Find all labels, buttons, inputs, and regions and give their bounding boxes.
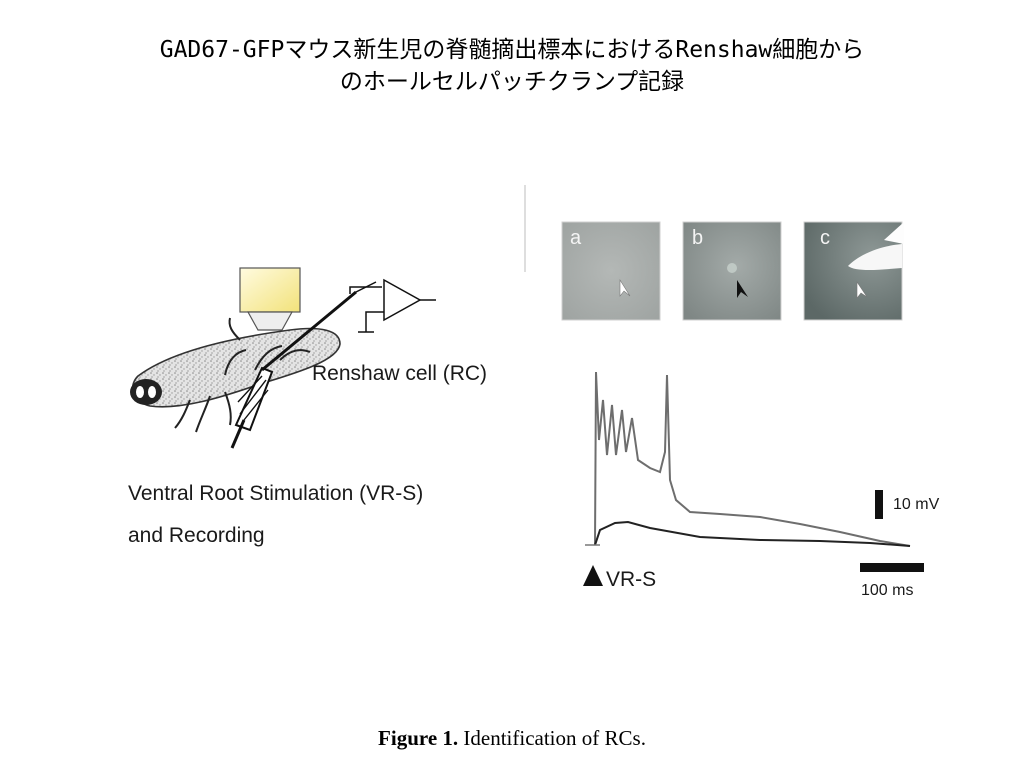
arrowhead-icon: [619, 278, 631, 297]
spinal-cord: [131, 327, 341, 408]
panel-label-c: c: [820, 227, 830, 249]
micrograph-panels: a b c: [561, 221, 904, 321]
arrowhead-icon: [737, 280, 748, 298]
label-vr-stimulation-line2: and Recording: [128, 524, 265, 547]
schematic-diagram: Renshaw cell (RC) Ventral Root Stimulati…: [128, 267, 487, 547]
microscope-lamp: [239, 267, 301, 313]
title-line-2: のホールセルパッチクランプ記録: [339, 69, 685, 95]
micrograph-b: b: [682, 221, 782, 321]
suction-electrode: [230, 366, 274, 449]
caption-label: Figure 1.: [378, 726, 459, 750]
trace-subthreshold: [594, 520, 911, 547]
panel-label-a: a: [570, 227, 582, 249]
caption-text: Identification of RCs.: [458, 726, 646, 750]
label-renshaw-cell: Renshaw cell (RC): [312, 362, 487, 385]
micrograph-a: a: [561, 221, 661, 321]
label-stimulus: VR-S: [606, 568, 656, 591]
micrograph-c: c: [803, 221, 904, 321]
label-scale-time: 100 ms: [861, 582, 913, 599]
panel-label-b: b: [692, 227, 703, 249]
label-vr-stimulation-line1: Ventral Root Stimulation (VR-S): [128, 482, 423, 505]
figure-caption: Figure 1. Identification of RCs.: [0, 726, 1024, 751]
slide-title: GAD67-GFPマウス新生児の脊髄摘出標本におけるRenshaw細胞から のホ…: [40, 34, 984, 98]
arrowhead-icon: [856, 281, 868, 299]
voltage-traces: VR-S 10 mV 100 ms: [583, 371, 940, 599]
ventral-roots: [174, 317, 311, 433]
trace-action-potentials: [594, 371, 911, 547]
scale-bar-time: [860, 563, 924, 572]
scale-bar-voltage: [875, 490, 883, 519]
label-scale-voltage: 10 mV: [893, 496, 940, 513]
stimulus-arrow-icon: [583, 565, 603, 586]
objective-lens: [246, 311, 294, 331]
title-line-1: GAD67-GFPマウス新生児の脊髄摘出標本におけるRenshaw細胞から: [159, 37, 865, 63]
amplifier-icon: [349, 278, 436, 333]
cord-cross-section: [130, 379, 162, 405]
